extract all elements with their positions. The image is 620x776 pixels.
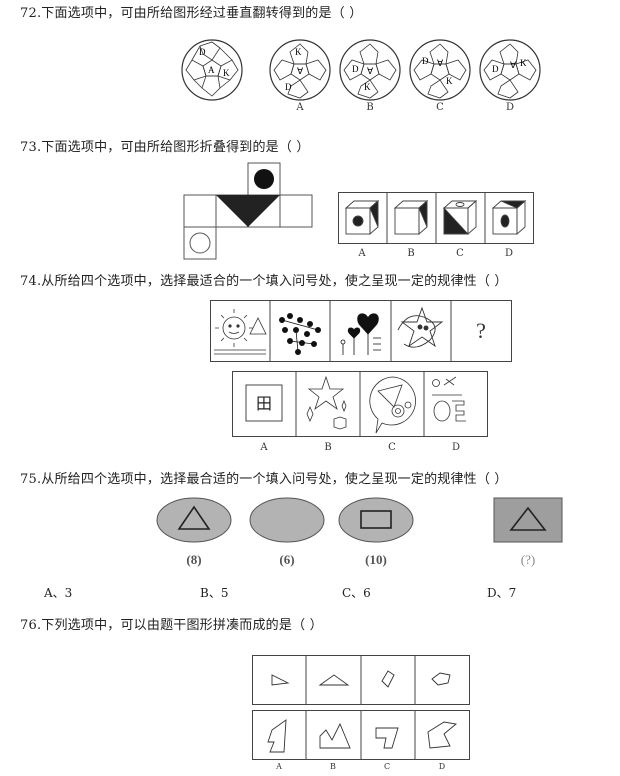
q74-sequence-row: ? (210, 300, 512, 362)
q73-label-c: C (456, 248, 464, 259)
q74-options-row: 田 (232, 371, 488, 437)
svg-text:D: D (352, 64, 359, 74)
soccer-ball-given: D A K (181, 39, 243, 101)
q76-label-b: B (330, 762, 336, 771)
q73-label-d: D (504, 248, 514, 259)
soccer-ball-option-c[interactable]: D ∀ K (408, 38, 472, 102)
svg-text:D: D (285, 82, 292, 92)
svg-text:∀: ∀ (510, 60, 517, 70)
svg-text:K: K (364, 82, 371, 92)
svg-text:∀: ∀ (367, 66, 374, 76)
q75-value-3: (10) (365, 552, 387, 567)
q76-label-a: A (276, 762, 282, 771)
cube-option-b (393, 200, 429, 235)
svg-text:K: K (295, 47, 302, 57)
svg-text:A: A (208, 65, 215, 75)
q75-value-2: (6) (279, 552, 295, 567)
q74-question-mark: ? (476, 318, 486, 343)
question-75: 75.从所给四个选项中，选择最合适的一个填入问号处，使之呈现一定的规律性（ ） (20, 472, 508, 487)
q74-label-c: C (388, 442, 396, 453)
q74-option-b (306, 375, 347, 430)
q72-label-a: A (296, 102, 304, 113)
q76-option-c (375, 727, 399, 749)
soccer-ball-option-a[interactable]: K ∀ D (268, 38, 332, 102)
q72-label-c: C (436, 102, 444, 113)
q75-answer-d[interactable]: D、7 (487, 586, 517, 600)
q74-option-a: 田 (245, 384, 283, 422)
q75-figures (156, 497, 563, 543)
cube-net (183, 162, 313, 260)
q74-label-d: D (451, 442, 461, 453)
q76-option-a (267, 719, 287, 753)
svg-text:D: D (492, 64, 499, 74)
q75-answer-b[interactable]: B、5 (200, 586, 229, 600)
q72-label-d: D (505, 102, 515, 113)
question-76: 76.下列选项中，可以由题干图形拼凑而成的是（ ） (20, 618, 323, 633)
q76-option-b (319, 722, 351, 749)
q73-label-b: B (407, 248, 415, 259)
svg-text:D: D (199, 47, 206, 57)
soccer-ball-option-d[interactable]: D ∀ K (478, 38, 542, 102)
q75-value-1: (8) (186, 552, 202, 567)
q76-label-c: C (383, 762, 391, 771)
q73-label-a: A (358, 248, 366, 259)
q75-answer-c[interactable]: C、6 (342, 586, 371, 600)
cube-option-c (442, 200, 478, 235)
q75-value-4: (?) (520, 552, 536, 567)
svg-text:D: D (422, 56, 429, 66)
cube-option-a (344, 200, 380, 235)
q76-option-shapes (252, 710, 470, 760)
svg-text:K: K (520, 58, 527, 68)
svg-text:∀: ∀ (437, 58, 444, 68)
q74-label-a: A (260, 442, 268, 453)
q74-option-d (432, 376, 466, 422)
q74-label-b: B (324, 442, 332, 453)
q72-label-b: B (366, 102, 374, 113)
cube-options (338, 192, 534, 244)
q76-option-d (427, 721, 458, 749)
svg-text:∀: ∀ (297, 66, 304, 76)
q75-answer-a[interactable]: A、3 (44, 586, 73, 600)
q76-given-pieces (252, 655, 470, 705)
svg-text:K: K (223, 68, 230, 78)
cube-option-d (491, 200, 527, 235)
question-74: 74.从所给四个选项中，选择最适合的一个填入问号处，使之呈现一定的规律性（ ） (20, 274, 508, 289)
svg-text:田: 田 (256, 394, 272, 413)
soccer-ball-option-b[interactable]: D ∀ K (338, 38, 402, 102)
question-73: 73.下面选项中，可由所给图形折叠得到的是（ ） (20, 140, 310, 155)
q76-label-d: D (438, 762, 446, 771)
svg-text:K: K (446, 76, 453, 86)
q74-option-c (369, 376, 416, 434)
question-72: 72.下面选项中，可由所给图形经过垂直翻转得到的是（ ） (20, 6, 363, 21)
